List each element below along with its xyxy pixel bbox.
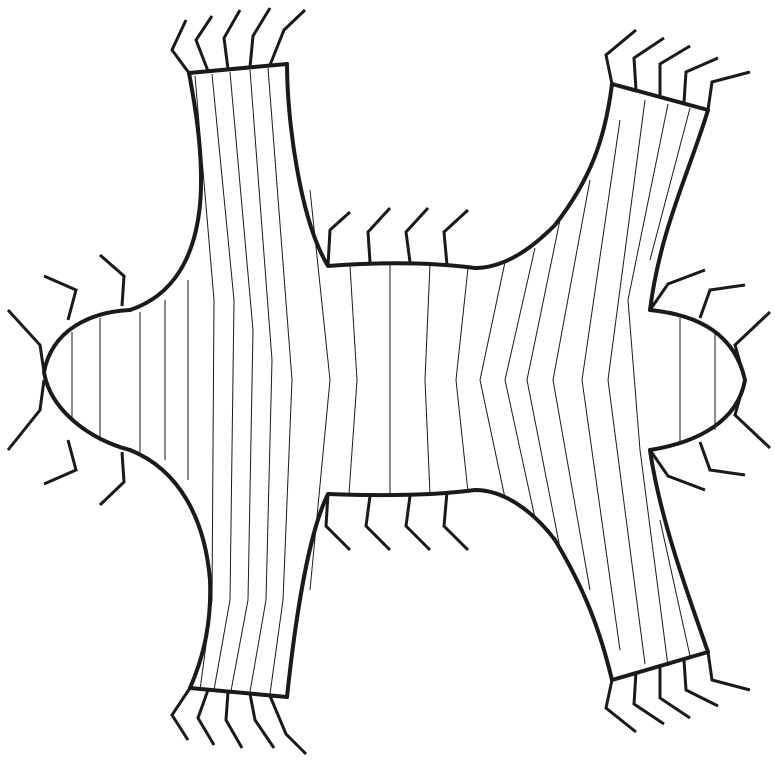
bristles	[8, 8, 770, 754]
bristle	[270, 10, 305, 65]
bristle	[606, 30, 636, 84]
bristle	[8, 310, 44, 372]
center-top-outline	[287, 64, 612, 268]
hatch-line	[480, 262, 505, 498]
hatch-line	[608, 100, 645, 664]
hatch-line	[425, 264, 430, 494]
bristle	[328, 212, 350, 266]
bristle	[700, 285, 745, 318]
hatch-line	[212, 74, 234, 690]
hatch-line	[250, 70, 272, 692]
bristle	[198, 690, 214, 745]
bristle	[326, 494, 350, 550]
hatch-line	[505, 248, 535, 518]
bristle	[172, 20, 189, 73]
bristle	[606, 680, 636, 732]
bristle	[100, 452, 124, 505]
bristle	[708, 72, 750, 110]
bristle	[196, 16, 212, 71]
bristle	[684, 660, 718, 706]
hatch-line	[456, 268, 468, 492]
hatching-lines	[72, 68, 715, 694]
bristle	[8, 380, 44, 450]
left-arm-bottom-outline	[130, 450, 210, 688]
bristle	[368, 208, 390, 262]
bristle	[650, 450, 705, 490]
hatch-line	[349, 266, 357, 494]
bristle	[100, 255, 124, 306]
bristle	[444, 492, 468, 550]
hatch-line	[527, 220, 560, 548]
hatch-line	[582, 120, 620, 650]
bristle	[700, 442, 745, 475]
bristle	[250, 694, 274, 748]
hatch-line	[553, 180, 590, 590]
bristle	[708, 652, 750, 690]
bristle	[406, 496, 430, 550]
bristle	[366, 496, 390, 550]
bristle	[406, 208, 428, 262]
left-head-outline	[44, 310, 130, 450]
bristle	[226, 692, 242, 748]
left-arm-top-outline	[130, 73, 201, 310]
bristle	[224, 10, 240, 69]
bristle	[44, 276, 76, 320]
bristle	[250, 8, 270, 67]
bristle	[44, 440, 76, 484]
shape-outline	[44, 64, 745, 697]
bristle	[172, 688, 190, 740]
bristle	[684, 58, 718, 102]
bristle	[444, 210, 468, 265]
bristle	[735, 380, 770, 448]
right-head-outline	[650, 310, 745, 450]
hatch-line	[230, 72, 253, 691]
left-arm-top-edge	[189, 64, 287, 73]
bristle	[650, 270, 705, 310]
center-bottom-outline	[287, 490, 612, 697]
bristle	[270, 696, 306, 754]
